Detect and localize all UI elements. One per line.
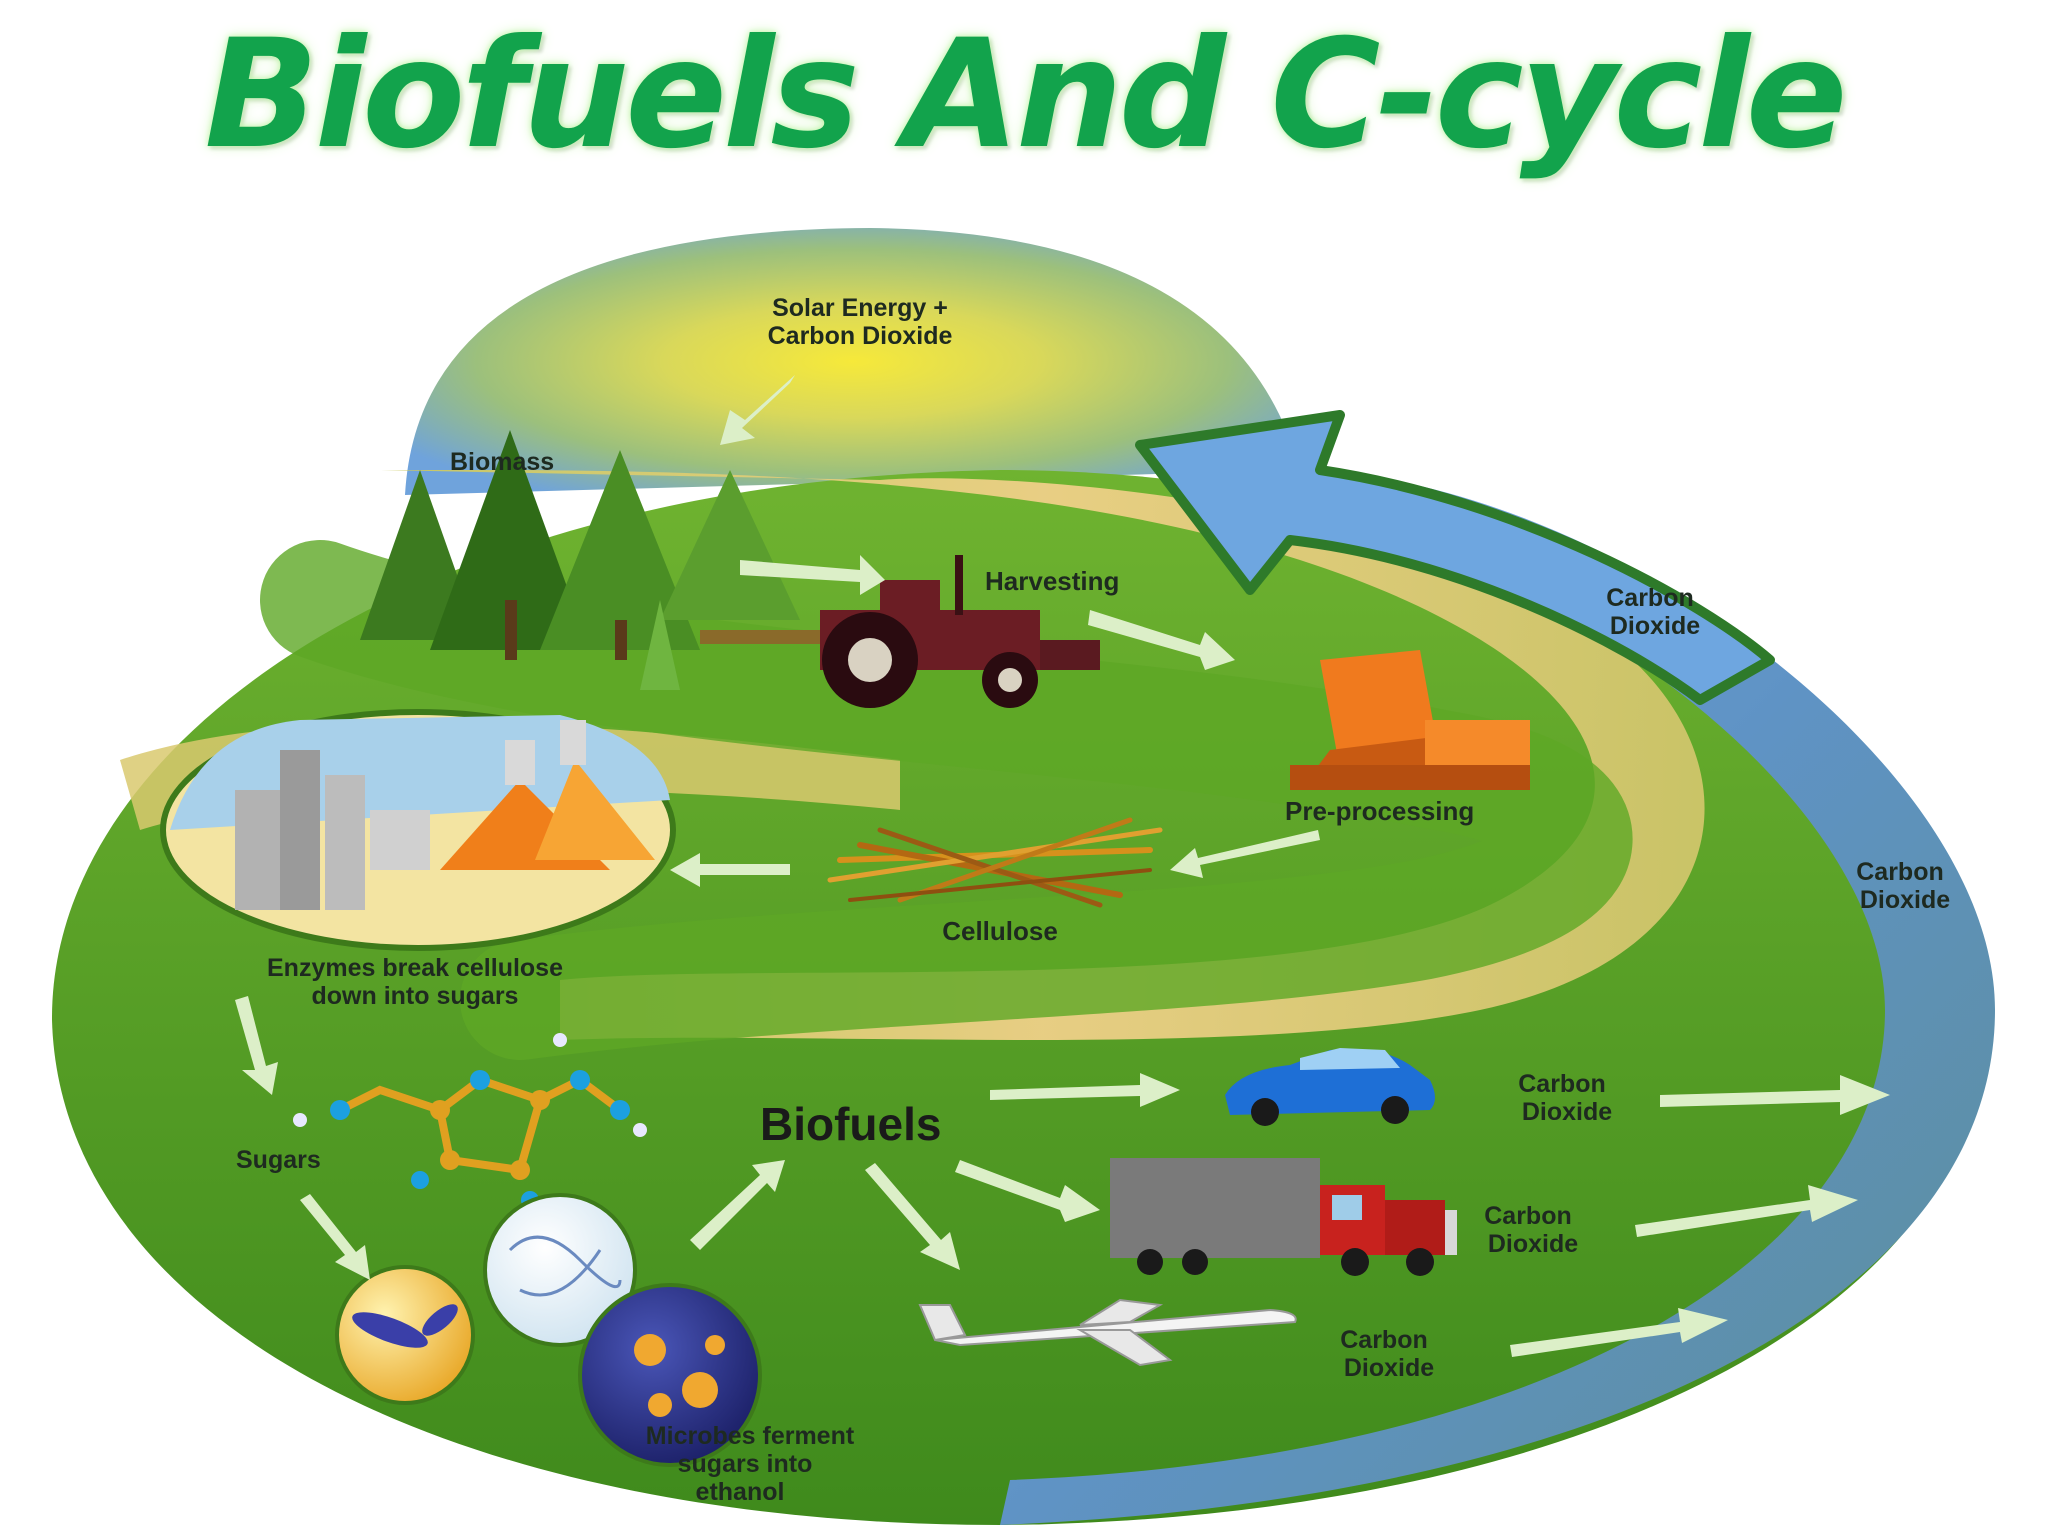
label-truck-co2-l1: Carbon <box>1484 1202 1572 1230</box>
biorefinery-circle <box>160 709 676 951</box>
label-enzymes-l1: Enzymes break cellulose <box>267 954 563 982</box>
label-microbes-l2: sugars into <box>678 1450 813 1478</box>
label-harvesting: Harvesting <box>985 566 1119 596</box>
trees-illustration <box>360 430 800 690</box>
label-solar-energy: Solar Energy + <box>772 294 948 322</box>
cellulose-fibers <box>827 817 1163 908</box>
airplane-illustration <box>918 1298 1297 1367</box>
label-microbes-l1: Microbes ferment <box>646 1422 855 1450</box>
label-car-co2-l1: Carbon <box>1518 1070 1606 1098</box>
label-co2-arc-top-l2: Dioxide <box>1610 612 1700 640</box>
label-co2-arc-mid-l1: Carbon <box>1856 858 1944 886</box>
label-solar-co2: Carbon Dioxide <box>768 322 953 350</box>
diagram-labels: Solar Energy + Carbon Dioxide Biomass Ha… <box>236 294 1950 1506</box>
microbe-spheres <box>335 1193 762 1467</box>
process-arrows <box>235 375 1890 1357</box>
truck-illustration <box>1110 1158 1457 1276</box>
return-arrow-head <box>1135 410 1775 705</box>
label-sugars: Sugars <box>236 1146 321 1174</box>
label-truck-co2-l2: Dioxide <box>1488 1230 1578 1258</box>
label-co2-arc-mid-l2: Dioxide <box>1860 886 1950 914</box>
sugar-molecule <box>293 1033 647 1209</box>
car-illustration <box>1225 1048 1435 1126</box>
label-plane-co2-l2: Dioxide <box>1344 1354 1434 1382</box>
field-stripe <box>260 540 1633 1060</box>
label-preprocessing: Pre-processing <box>1285 796 1474 826</box>
label-car-co2-l2: Dioxide <box>1522 1098 1612 1126</box>
return-co2-arc <box>1000 470 1995 1525</box>
slide-title: Biofuels And C-cycle <box>204 8 1847 182</box>
label-cellulose: Cellulose <box>942 916 1058 946</box>
label-enzymes-l2: down into sugars <box>312 982 519 1010</box>
label-biofuels: Biofuels <box>760 1098 941 1150</box>
label-plane-co2-l1: Carbon <box>1340 1326 1428 1354</box>
label-microbes-l3: ethanol <box>696 1478 785 1506</box>
label-co2-arc-top-l1: Carbon <box>1606 584 1694 612</box>
preprocessing-machine <box>1290 650 1530 790</box>
tractor-illustration <box>700 555 1100 708</box>
label-biomass: Biomass <box>450 448 554 476</box>
sky-dome <box>405 228 1300 495</box>
